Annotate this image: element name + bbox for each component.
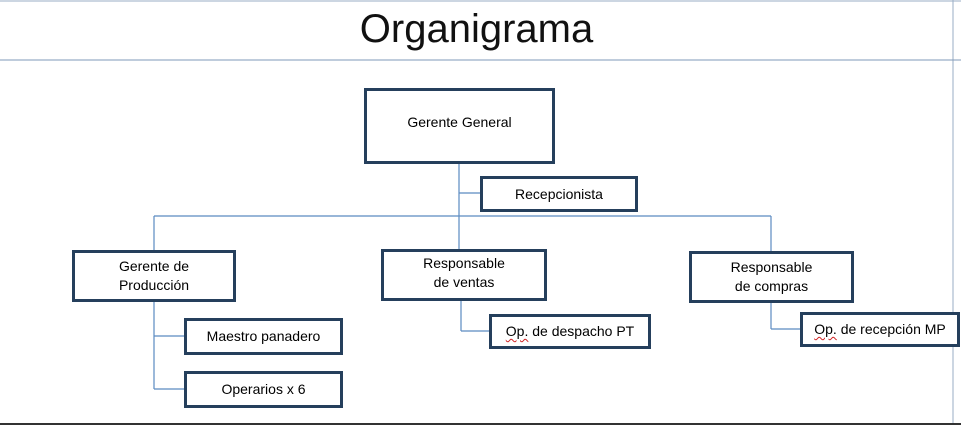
- node-op-recepcion: Op. de recepción MP: [800, 312, 960, 347]
- node-maestro-panadero: Maestro panadero: [184, 318, 343, 355]
- node-op-despacho-label: Op. de despacho PT: [506, 322, 634, 341]
- node-recepcionista: Recepcionista: [480, 176, 638, 212]
- node-gerente-produccion-line1: Gerente de: [118, 258, 190, 274]
- node-responsable-ventas-line1: Responsable: [423, 255, 505, 271]
- node-recepcionista-label: Recepcionista: [515, 185, 603, 202]
- node-gerente-general: Gerente General: [364, 88, 555, 164]
- node-op-recepcion-prefix: Op.: [814, 321, 837, 337]
- node-responsable-compras: Responsable de compras: [689, 251, 854, 303]
- node-operarios-label: Operarios x 6: [221, 381, 306, 397]
- node-responsable-compras-line1: Responsable: [730, 259, 813, 275]
- node-operarios: Operarios x 6: [184, 371, 343, 408]
- node-maestro-panadero-label: Maestro panadero: [206, 328, 321, 344]
- node-gerente-produccion: Gerente de Producción: [72, 250, 236, 302]
- node-op-recepcion-label: Op. de recepción MP: [814, 320, 946, 339]
- node-op-recepcion-rest: de recepción MP: [836, 321, 946, 337]
- node-op-despacho-prefix: Op.: [505, 323, 529, 339]
- node-responsable-ventas: Responsable de ventas: [381, 249, 547, 301]
- node-gerente-produccion-line2: Producción: [118, 277, 190, 293]
- node-op-despacho: Op. de despacho PT: [489, 314, 651, 349]
- page-title: Organigrama: [359, 7, 594, 51]
- node-op-despacho-rest: de despacho PT: [528, 323, 635, 339]
- node-responsable-ventas-line2: de ventas: [433, 274, 495, 290]
- node-gerente-general-label: Gerente General: [407, 113, 512, 130]
- node-responsable-compras-line2: de compras: [734, 278, 809, 294]
